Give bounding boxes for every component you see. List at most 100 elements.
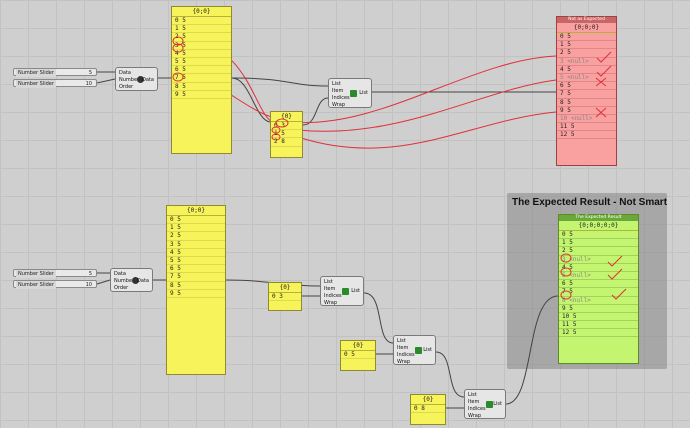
check-mark-annotation [611, 288, 627, 300]
panel-row: 7 5 [557, 90, 616, 99]
circle-annotation [271, 126, 281, 134]
panel-row: 9 5 [559, 305, 638, 313]
panel-row: 4 5 [172, 50, 231, 58]
circle-annotation [560, 253, 572, 263]
panel-row: 0 5 [172, 17, 231, 26]
series-component[interactable]: Data Number Order Data [115, 67, 158, 91]
wire [96, 78, 116, 84]
panel-row: 2 5 [167, 232, 225, 241]
panel-row: 9 5 [172, 91, 231, 99]
panel-row: 5 <null> [559, 272, 638, 281]
circle-annotation [172, 43, 184, 53]
panel-row: 11 5 [557, 123, 616, 132]
panel-row: 3 5 [167, 241, 225, 249]
panel-row: 12 5 [557, 131, 616, 140]
panel-row: 6 5 [172, 66, 231, 75]
wire [302, 97, 329, 126]
panel-row: 3 <null> [559, 256, 638, 264]
panel-row: 9 5 [167, 290, 225, 298]
panel-row: 1 5 [557, 41, 616, 50]
number-slider[interactable]: Number Slider 10 [13, 280, 97, 289]
indices-panel-a[interactable]: {0} 0 3 [268, 282, 302, 311]
panel-row: 3 <null> [557, 58, 616, 66]
panel-row: 0 5 [557, 33, 616, 42]
panel-row: 1 5 [271, 130, 302, 139]
series-component[interactable]: Data Number Order Data [110, 268, 153, 292]
red-annotation-wire [289, 55, 557, 124]
wire [96, 279, 111, 285]
list-item-icon [486, 401, 493, 408]
list-item-icon [350, 90, 357, 97]
number-slider[interactable]: Number Slider 5 [13, 269, 97, 278]
group-title: The Expected Result - Not Smart [512, 197, 668, 208]
panel-row: 5 5 [172, 58, 231, 67]
panel-row: 2 5 [559, 247, 638, 256]
circle-annotation [172, 36, 184, 46]
cross-annotation [595, 107, 607, 118]
panel-row: 6 5 [559, 280, 638, 289]
indices-panel-b[interactable]: {0} 0 5 [340, 340, 376, 371]
panel-row: 7 5 [167, 273, 225, 282]
check-mark-annotation [607, 268, 623, 280]
cross-annotation [595, 77, 607, 87]
wire [231, 77, 329, 87]
list-item-component[interactable]: List Item Indices Wrap List [393, 335, 436, 365]
panel-row: 0 5 [167, 216, 225, 225]
panel-row: 6 5 [557, 82, 616, 91]
not-expected-panel[interactable]: Not as Expected {0;0;0} 0 5 1 5 2 5 3 <n… [556, 16, 617, 166]
series-icon [132, 277, 139, 284]
list-item-component[interactable]: List Item Indices Wrap List [464, 389, 506, 419]
indices-panel-top[interactable]: {0} 0 3 1 5 2 8 [270, 111, 303, 158]
wire [435, 351, 465, 398]
panel-row: 8 <null> [559, 297, 638, 305]
panel-title: Not as Expected [557, 17, 616, 23]
list-item-icon [415, 347, 422, 354]
circle-annotation [271, 133, 281, 141]
circle-annotation [172, 72, 184, 82]
panel-row: 8 5 [172, 83, 231, 91]
data-panel-bottom[interactable]: {0;0} 0 5 1 5 2 5 3 5 4 5 5 5 6 5 7 5 8 … [166, 205, 226, 375]
list-item-component[interactable]: List Item Indices Wrap List [320, 276, 364, 306]
wire [363, 292, 394, 344]
panel-row: 5 5 [167, 257, 225, 266]
panel-row: 8 5 [557, 99, 616, 107]
wire [231, 77, 271, 123]
number-slider[interactable]: Number Slider 5 [13, 68, 97, 77]
panel-row: 2 5 [557, 49, 616, 58]
panel-row: 10 <null> [557, 115, 616, 124]
panel-title: The Expected Result [559, 215, 638, 221]
panel-row: 4 5 [167, 249, 225, 257]
red-annotation-wire [297, 79, 557, 132]
indices-panel-c[interactable]: {0} 0 8 [410, 394, 446, 425]
panel-row: 1 5 [172, 25, 231, 34]
panel-row: 1 5 [167, 224, 225, 233]
wire [505, 295, 559, 405]
panel-row: 0 3 [269, 293, 301, 302]
panel-row: 2 8 [271, 138, 302, 147]
panel-row: 4 5 [557, 66, 616, 74]
panel-row: 7 5 [172, 74, 231, 83]
check-mark-annotation [596, 65, 612, 77]
panel-row: 6 5 [167, 265, 225, 274]
panel-row: 0 5 [341, 351, 375, 360]
panel-row: 2 5 [172, 33, 231, 42]
panel-row: 3 5 [172, 42, 231, 50]
panel-row: 11 5 [559, 321, 638, 330]
check-mark-annotation [596, 51, 612, 63]
series-icon [137, 76, 144, 83]
panel-row: 1 5 [559, 239, 638, 248]
panel-row: 9 5 [557, 107, 616, 115]
panel-row: 0 3 [271, 122, 302, 131]
circle-annotation [560, 290, 572, 300]
list-item-component[interactable]: List Item Indices Wrap List [328, 78, 372, 108]
panel-row: 10 5 [559, 313, 638, 322]
panel-row: 5 <null> [557, 74, 616, 83]
panel-row: 0 5 [559, 231, 638, 240]
panel-row: 7 5 [559, 288, 638, 297]
circle-annotation [560, 267, 572, 277]
panel-row: 0 8 [411, 405, 445, 414]
panel-row: 12 5 [559, 329, 638, 338]
number-slider[interactable]: Number Slider 10 [13, 79, 97, 88]
